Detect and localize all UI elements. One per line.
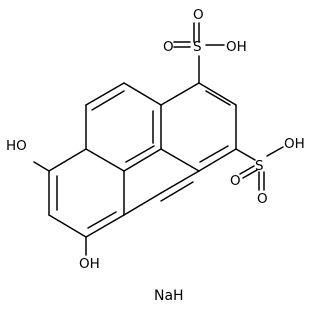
- ring-bond: [48, 148, 87, 172]
- oxygen-label-top-left: O: [163, 39, 174, 55]
- ring-bond: [123, 192, 162, 216]
- s-o-double-bond-left: [242, 169, 258, 179]
- sulfur-label-top: S: [193, 39, 202, 55]
- oxygen-label-right-left: O: [230, 173, 241, 189]
- ring-bond: [85, 148, 125, 172]
- sodium-counter-ion-label: NaH: [154, 288, 184, 304]
- chemical-structure-diagram: S O O OH S OH O O HO OH NaH: [6, 7, 305, 304]
- ring-double-bond-inner: [87, 211, 117, 229]
- ring-bond: [85, 214, 125, 238]
- ring-bond: [198, 148, 237, 172]
- c-s-bond-right: [235, 148, 256, 161]
- ring-double-bond-inner: [205, 90, 231, 106]
- substituent-bonds: [33, 22, 284, 256]
- sulfur-label-right: S: [255, 158, 264, 174]
- hydroxyl-label-right: OH: [284, 136, 305, 152]
- ring-double-bond-inner: [125, 145, 155, 163]
- c-oh-bond-left: [33, 161, 50, 172]
- oxygen-label-right-lower: O: [257, 191, 268, 207]
- ring-bond: [160, 82, 200, 106]
- hydroxyl-label-lower: OH: [79, 256, 100, 272]
- ring-bond: [123, 148, 162, 172]
- ring-bond: [85, 82, 125, 106]
- hydroxyl-label-left: HO: [6, 138, 27, 154]
- oxygen-label-top: O: [193, 7, 204, 23]
- ring-double-bond-inner: [199, 145, 229, 163]
- ring-bond: [48, 214, 87, 238]
- ring-bond: [160, 170, 200, 194]
- pyrene-ring-system: [48, 82, 237, 238]
- ring-bond: [160, 148, 200, 172]
- ring-double-bond-inner: [160, 181, 194, 202]
- s-oh-bond-right: [266, 146, 284, 157]
- s-o-double-bond-left: [239, 165, 255, 175]
- ring-double-bond-inner: [91, 90, 125, 111]
- ring-bond: [123, 82, 162, 106]
- ring-bond: [198, 82, 237, 106]
- atom-labels: S O O OH S OH O O HO OH NaH: [6, 7, 305, 304]
- hydroxyl-label-top: OH: [226, 39, 247, 55]
